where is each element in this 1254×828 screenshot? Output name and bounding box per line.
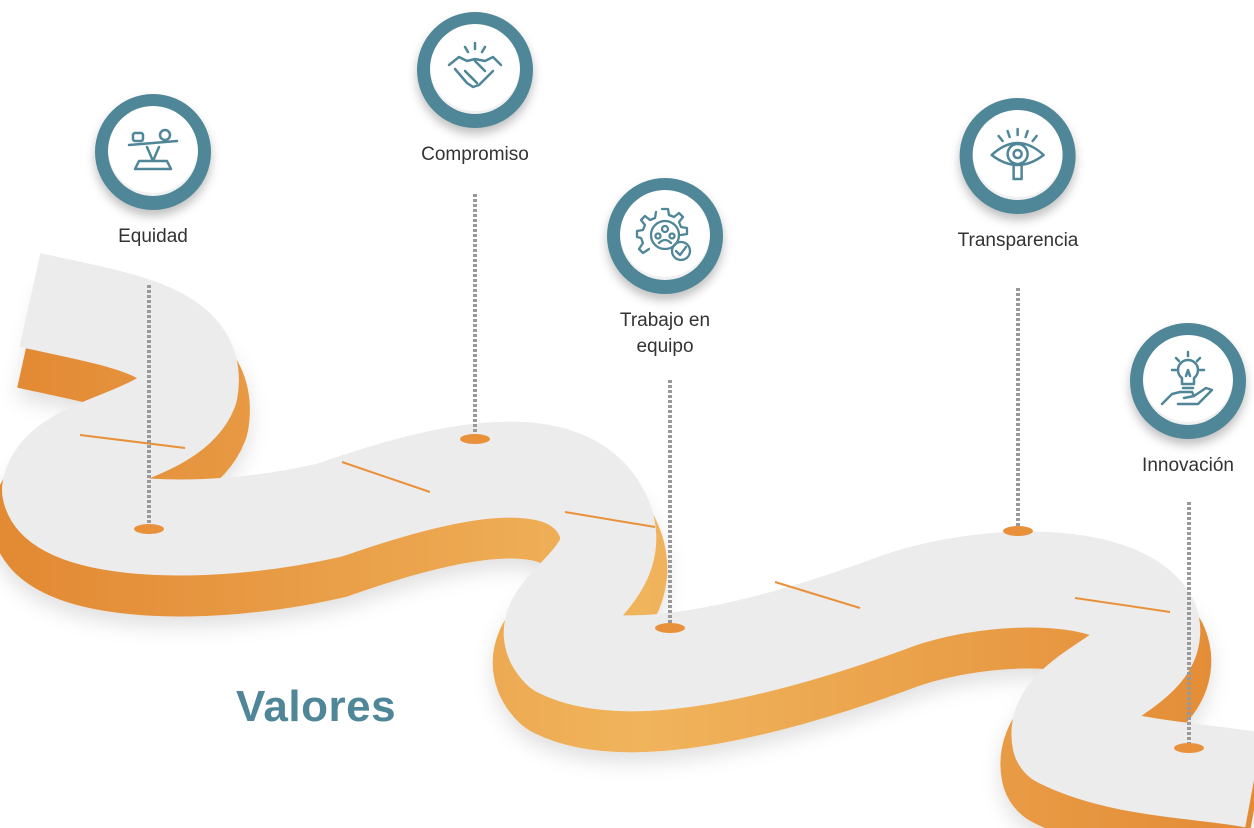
dot-transparencia xyxy=(1003,526,1033,536)
dot-innovacion xyxy=(1174,743,1204,753)
scale-icon xyxy=(127,128,179,171)
lightbulb-hand-icon xyxy=(1160,350,1214,406)
road-dividers xyxy=(79,434,1171,613)
dot-trabajo xyxy=(655,623,685,633)
badge-innovacion xyxy=(1130,323,1246,439)
dot-equidad xyxy=(134,524,164,534)
badge-transparencia xyxy=(960,98,1076,214)
milestone-equidad: Equidad xyxy=(95,94,211,250)
road-surface xyxy=(2,253,1254,828)
page-title: Valores xyxy=(236,682,397,731)
label-trabajo-en-equipo: Trabajo en equipo xyxy=(619,310,711,357)
milestone-dots xyxy=(134,434,1204,753)
dot-compromiso xyxy=(460,434,490,444)
label-transparencia: Transparencia xyxy=(957,230,1079,251)
handshake-icon xyxy=(447,41,503,89)
milestone-innovacion: Innovación xyxy=(1130,323,1246,479)
badge-trabajo-en-equipo xyxy=(607,178,723,294)
milestone-transparencia: Transparencia xyxy=(957,98,1079,254)
milestone-compromiso: Compromiso xyxy=(417,12,533,168)
milestone-trabajo-en-equipo: Trabajo en equipo xyxy=(607,178,723,360)
milestone-stems xyxy=(147,194,1191,747)
eye-icon xyxy=(990,127,1046,181)
team-gear-icon xyxy=(635,207,692,262)
label-equidad: Equidad xyxy=(118,226,188,247)
label-compromiso: Compromiso xyxy=(421,144,529,165)
badge-compromiso xyxy=(417,12,533,128)
label-innovacion: Innovación xyxy=(1142,455,1234,476)
badge-equidad xyxy=(95,94,211,210)
